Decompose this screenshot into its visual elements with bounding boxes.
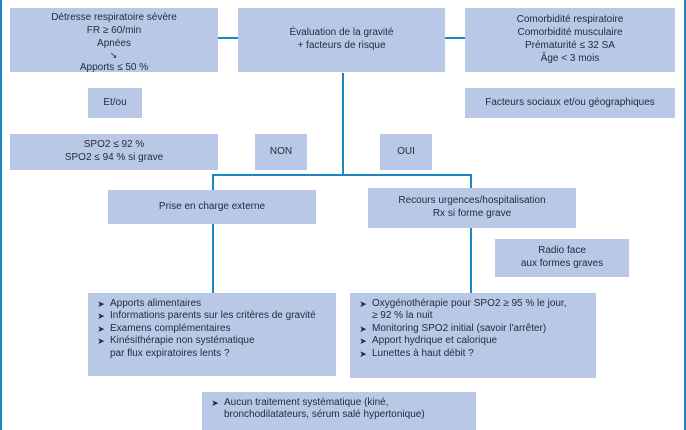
radio-box: Radio face aux formes graves: [495, 239, 629, 277]
and-or-label: Et/ou: [103, 96, 127, 108]
oui-label: OUI: [397, 145, 415, 157]
external-care-item-1-text: Apports alimentaires: [110, 298, 202, 309]
comorbidity-line-1: Comorbidité respiratoire: [516, 14, 624, 26]
arrow-right-icon: ➤: [211, 398, 219, 408]
arrow-right-icon: ➤: [97, 311, 105, 322]
oui-decision-box: OUI: [380, 134, 432, 170]
evaluation-line-2: + facteurs de risque: [297, 40, 386, 51]
hospital-care-actions-box: ➤ Oxygénothérapie pour SPO2 ≥ 95 % le jo…: [350, 293, 596, 378]
hospitalisation-box: Recours urgences/hospitalisation Rx si f…: [368, 188, 576, 228]
comorbidity-box: Comorbidité respiratoire Comorbidité mus…: [465, 8, 675, 72]
oui-branch-drop-connector: [470, 174, 472, 190]
distress-line-4-row: ↘ Apports ≤ 50 %: [18, 50, 210, 74]
arrow-right-icon: ➤: [97, 323, 105, 334]
comorbidity-line-2: Comorbidité musculaire: [517, 27, 623, 39]
arrow-down-right-icon: ↘: [109, 50, 118, 61]
radio-line-2: aux formes graves: [520, 258, 604, 269]
spo2-line-1: SPO2 ≤ 92 %: [83, 139, 145, 151]
external-care-item-4-text: Kinésithérapie non systématique par flux…: [110, 335, 255, 359]
hospital-care-item-3: ➤ Apport hydrique et calorique: [358, 335, 588, 347]
comorbidity-line-3: Prématurité ≤ 32 SA: [525, 40, 615, 51]
comorbidity-line-4: Âge < 3 mois: [540, 52, 600, 64]
recours-to-hospital-care-connector: [470, 228, 472, 293]
arrow-right-icon: ➤: [359, 323, 367, 334]
arrow-right-icon: ➤: [97, 336, 105, 347]
decision-split-horizontal-connector: [212, 174, 472, 176]
hospital-care-item-4-text: Lunettes à haut débit ?: [372, 347, 474, 359]
non-label: NON: [269, 145, 293, 157]
arrow-right-icon: ➤: [97, 299, 105, 309]
no-treatment-item-text: Aucun traitement systématique (kiné, bro…: [224, 397, 425, 421]
hospitalisation-line-2: Rx si forme grave: [432, 208, 512, 219]
hospitalisation-line-1: Recours urgences/hospitalisation: [398, 195, 546, 207]
hospital-care-item-2: ➤ Monitoring SPO2 initial (savoir l'arrê…: [358, 323, 588, 335]
hospital-care-item-2-text: Monitoring SPO2 initial (savoir l'arrête…: [372, 322, 547, 334]
spo2-line-2: SPO2 ≤ 94 % si grave: [64, 152, 164, 163]
hospital-care-item-3-text: Apport hydrique et calorique: [372, 335, 498, 347]
arrow-right-icon: ➤: [359, 348, 367, 359]
evaluation-line-1: Évaluation de la gravité: [289, 27, 394, 39]
left-border-line: [0, 0, 2, 430]
arrow-right-icon: ➤: [359, 336, 367, 347]
non-decision-box: NON: [255, 134, 307, 170]
hospital-care-item-4: ➤ Lunettes à haut débit ?: [358, 348, 588, 360]
external-care-item-1: ➤ Apports alimentaires: [96, 298, 328, 310]
distress-line-4: Apports ≤ 50 %: [79, 61, 149, 73]
severity-evaluation-box: Évaluation de la gravité + facteurs de r…: [238, 8, 445, 72]
distress-line-3: Apnées: [97, 37, 131, 49]
non-branch-drop-connector: [212, 174, 214, 190]
hospital-care-item-1: ➤ Oxygénothérapie pour SPO2 ≥ 95 % le jo…: [358, 298, 588, 323]
radio-line-1: Radio face: [538, 245, 586, 257]
hospital-care-item-1-text: Oxygénothérapie pour SPO2 ≥ 95 % le jour…: [372, 298, 567, 322]
external-care-item-2: ➤ Informations parents sur les critères …: [96, 310, 328, 322]
external-care-actions-box: ➤ Apports alimentaires ➤ Informations pa…: [88, 293, 336, 376]
external-care-box: Prise en charge externe: [108, 190, 316, 224]
no-treatment-item: ➤ Aucun traitement systématique (kiné, b…: [210, 397, 468, 422]
external-care-item-2-text: Informations parents sur les critères de…: [110, 310, 316, 322]
evaluation-to-comorbidity-connector: [445, 37, 465, 39]
social-factors-box: Facteurs sociaux et/ou géographiques: [465, 88, 675, 118]
and-or-box: Et/ou: [88, 88, 142, 118]
no-systematic-treatment-box: ➤ Aucun traitement systématique (kiné, b…: [202, 392, 476, 430]
arrow-right-icon: ➤: [359, 299, 367, 309]
evaluation-to-decision-connector: [342, 73, 344, 175]
distress-line-2: FR ≥ 60/min: [86, 24, 142, 36]
distress-line-1: Détresse respiratoire sévère: [51, 12, 177, 23]
social-factors-label: Facteurs sociaux et/ou géographiques: [485, 96, 655, 108]
respiratory-distress-box: Détresse respiratoire sévère FR ≥ 60/min…: [10, 8, 218, 74]
spo2-box: SPO2 ≤ 92 % SPO2 ≤ 94 % si grave: [10, 134, 218, 170]
external-care-item-4: ➤ Kinésithérapie non systématique par fl…: [96, 335, 328, 360]
distress-to-evaluation-connector: [218, 37, 238, 39]
right-border-line: [684, 0, 686, 430]
prise-to-external-care-connector: [212, 224, 214, 293]
external-care-item-3: ➤ Examens complémentaires: [96, 323, 328, 335]
external-care-item-3-text: Examens complémentaires: [110, 322, 231, 334]
external-care-title: Prise en charge externe: [158, 200, 266, 212]
